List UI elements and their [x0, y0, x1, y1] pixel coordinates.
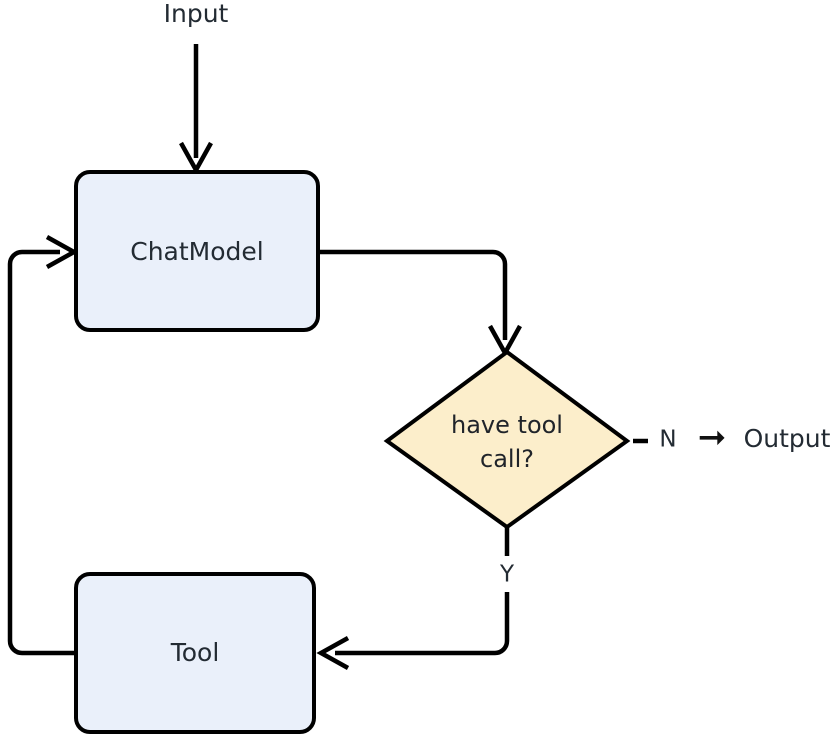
right-arrow-icon: ➞	[698, 418, 727, 458]
edge-tool-to-chatmodel	[7, 235, 79, 656]
node-chatmodel-label: ChatModel	[130, 237, 263, 266]
edge-label-yes: Y	[499, 562, 515, 588]
node-tool[interactable]: Tool	[74, 572, 316, 734]
edge-label-no: N	[659, 427, 676, 453]
edge-chatmodel-to-decision	[320, 249, 522, 358]
node-decision-shape[interactable]	[383, 349, 631, 530]
edge-tool-to-chatmodel-line	[7, 249, 76, 656]
node-tool-label: Tool	[170, 638, 220, 667]
edge-decision-to-tool	[316, 523, 510, 670]
edge-decision-to-output: ➞	[633, 418, 726, 458]
node-output-label: Output	[744, 424, 831, 453]
node-decision[interactable]: have tool call?	[383, 349, 631, 530]
node-tool-shape[interactable]	[74, 572, 316, 734]
edge-decision-to-tool-seg-lower	[335, 592, 510, 656]
edge-chatmodel-to-decision-line	[320, 249, 508, 340]
node-decision-label-line2: call?	[480, 445, 534, 473]
edge-decision-to-tool-arrowhead	[316, 636, 350, 670]
edge-input-to-chatmodel	[179, 44, 213, 175]
node-chatmodel-shape[interactable]	[74, 170, 320, 332]
node-input-label: Input	[164, 0, 229, 28]
node-chatmodel[interactable]: ChatModel	[74, 170, 320, 332]
node-decision-label-line1: have tool	[451, 411, 563, 439]
